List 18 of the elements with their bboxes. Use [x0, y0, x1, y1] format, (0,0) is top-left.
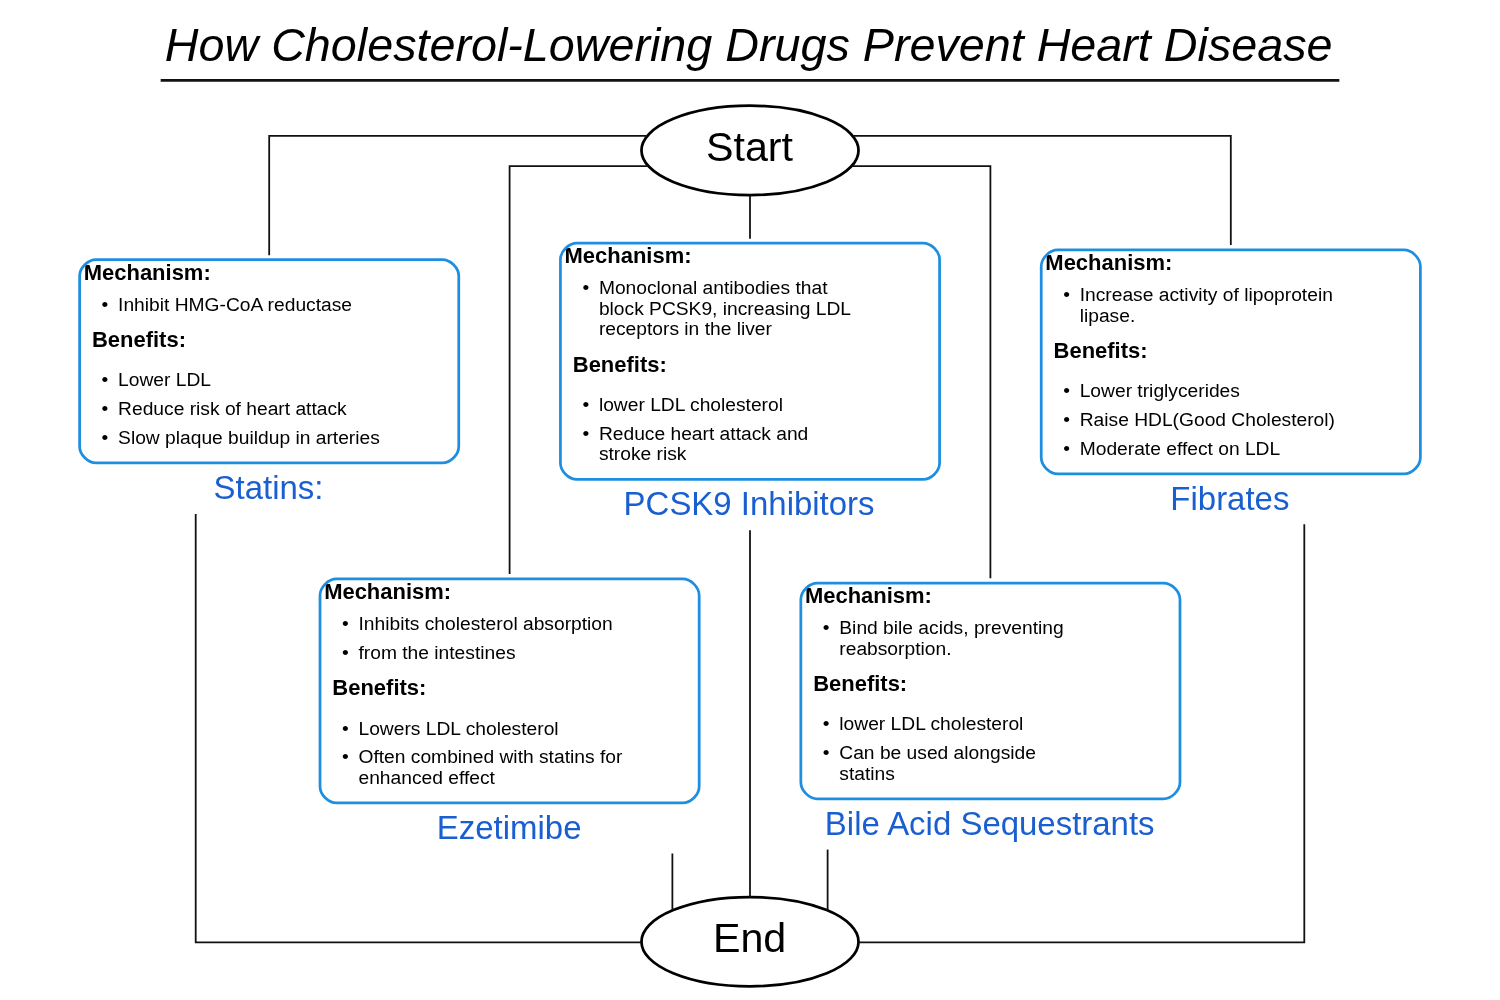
connector [194, 513, 643, 944]
connector [857, 523, 1306, 944]
connector [852, 135, 1232, 246]
node-label: Fibrates [1170, 479, 1290, 517]
diagram-title: How Cholesterol-Lowering Drugs Prevent Heart Disease [164, 19, 1333, 72]
connector [749, 529, 751, 898]
node-label: Statins: [213, 468, 324, 506]
connector [671, 852, 674, 912]
connector [850, 165, 992, 580]
connector [826, 848, 829, 912]
node-label: Bile Acid Sequestrants [824, 804, 1155, 842]
connector [508, 165, 650, 575]
node-label: PCSK9 Inhibitors [623, 485, 875, 523]
node-label: Ezetimibe [436, 808, 582, 846]
connector [749, 194, 751, 240]
node-ellipse: End [640, 895, 860, 988]
connector [268, 135, 648, 257]
node-ellipse: Start [640, 104, 860, 197]
